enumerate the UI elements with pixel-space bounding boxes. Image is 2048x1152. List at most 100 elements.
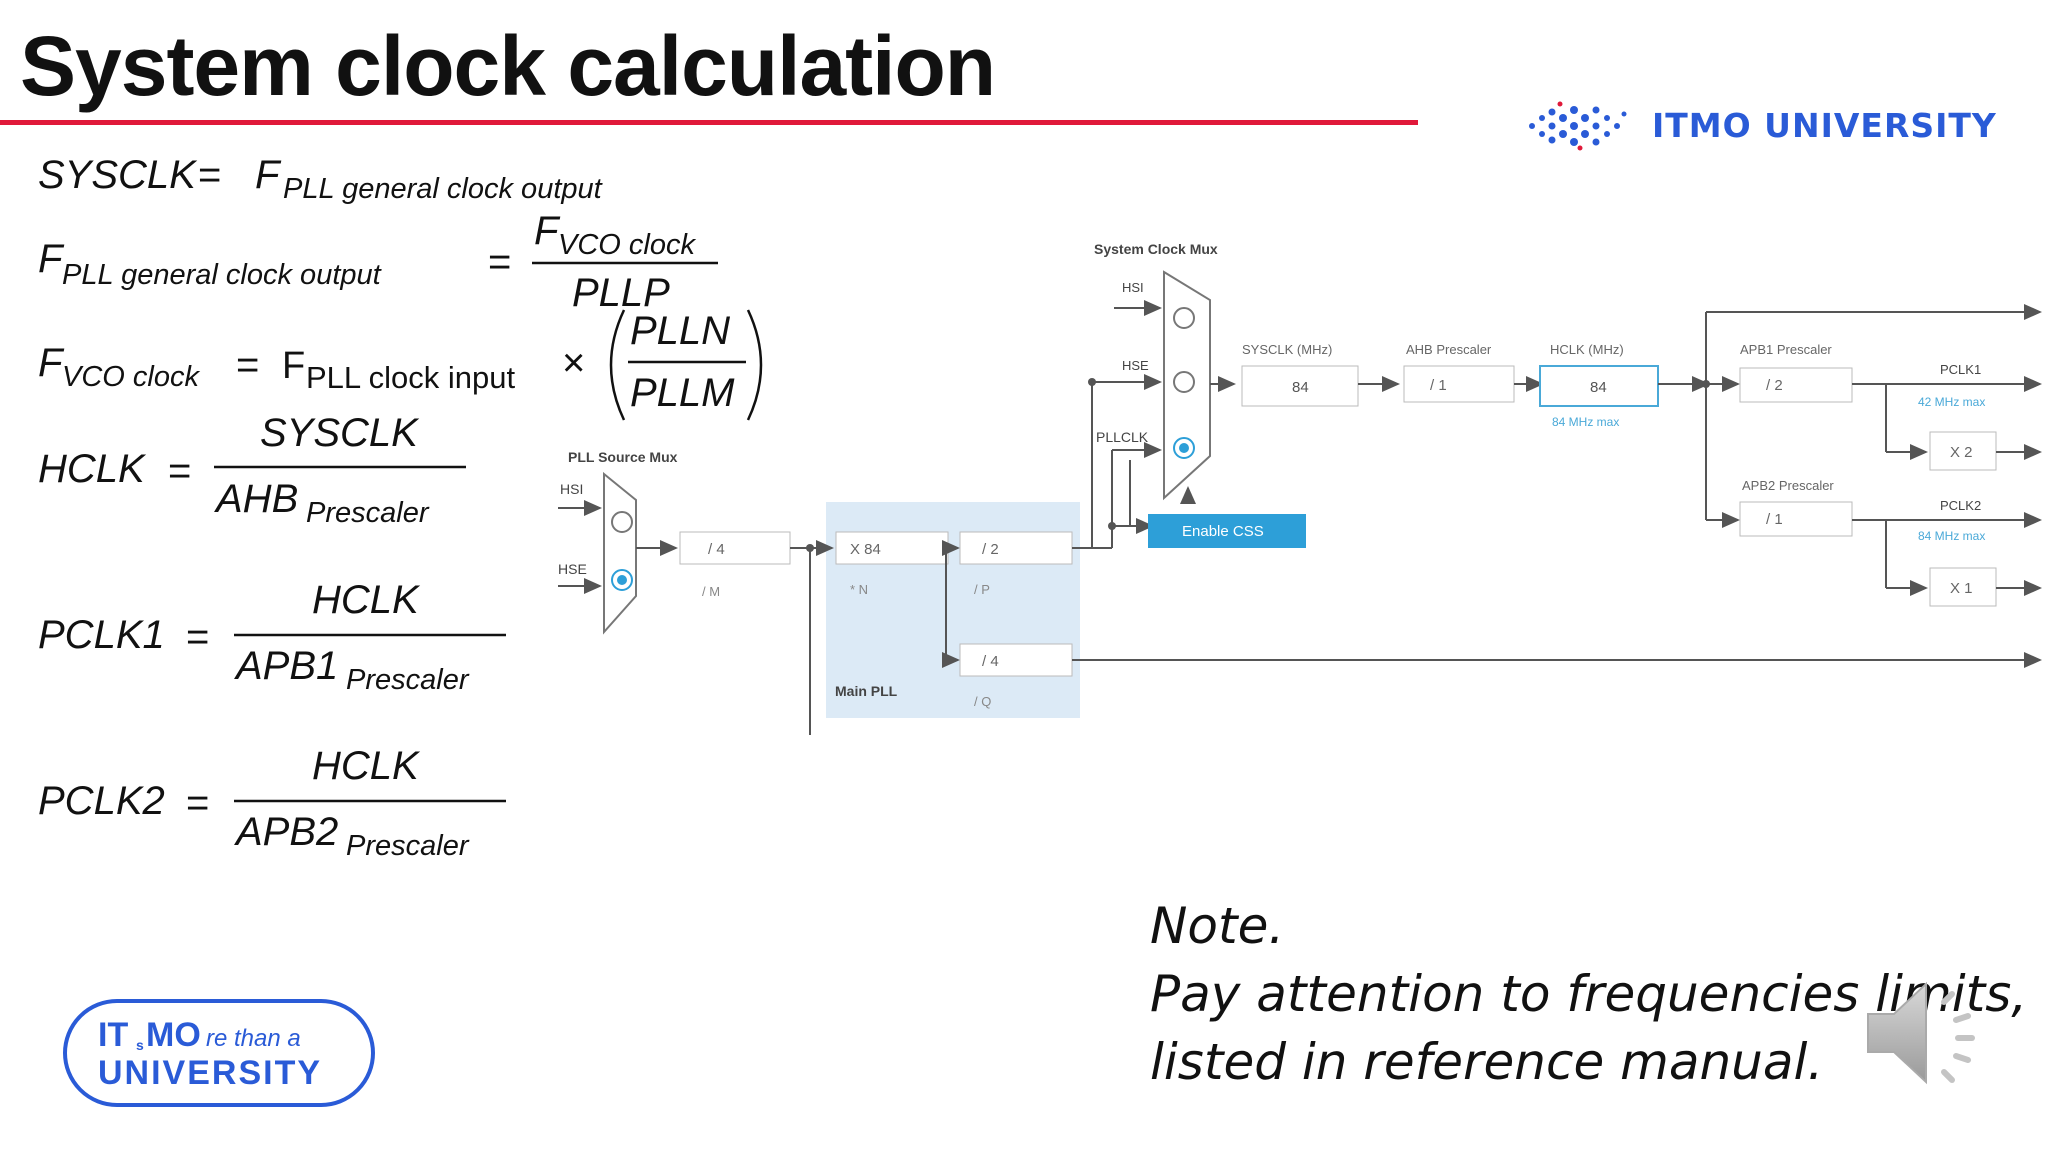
svg-text:SYSCLK: SYSCLK bbox=[260, 411, 420, 455]
svg-text:X 2: X 2 bbox=[1950, 444, 1973, 461]
svg-text:PCLK1: PCLK1 bbox=[38, 613, 165, 657]
svg-text:Prescaler: Prescaler bbox=[346, 830, 470, 862]
svg-text:SYSCLK: SYSCLK bbox=[38, 153, 198, 197]
svg-text:F: F bbox=[255, 153, 282, 197]
svg-text:X 1: X 1 bbox=[1950, 580, 1973, 597]
svg-text:VCO clock: VCO clock bbox=[62, 361, 200, 393]
svg-text:PLLP: PLLP bbox=[572, 271, 670, 315]
speaker-icon[interactable] bbox=[1860, 968, 2000, 1098]
itmo-logo-bottom: IT s MO re than a UNIVERSITY bbox=[63, 999, 375, 1107]
svg-text:=: = bbox=[186, 781, 209, 825]
svg-text:PLLM: PLLM bbox=[630, 371, 735, 415]
svg-text:PCLK2: PCLK2 bbox=[38, 779, 165, 823]
svg-text:=: = bbox=[186, 615, 209, 659]
div-m-select bbox=[679, 531, 791, 565]
svg-text:UNIVERSITY: UNIVERSITY bbox=[98, 1054, 322, 1092]
svg-text:F: F bbox=[38, 237, 65, 281]
svg-text:HCLK: HCLK bbox=[312, 744, 421, 788]
svg-text:IT: IT bbox=[98, 1016, 128, 1054]
itmo-logo-top bbox=[1529, 101, 1627, 151]
svg-text:VCO clock: VCO clock bbox=[558, 229, 696, 261]
sys-mux-hsi-radio bbox=[1173, 307, 1195, 329]
system-clock-mux-label: System Clock Mux bbox=[1094, 241, 1218, 257]
svg-text:APB2 Prescaler: APB2 Prescaler bbox=[1742, 478, 1834, 493]
div-q-select bbox=[959, 643, 1073, 677]
apb2-prescaler-select bbox=[1739, 501, 1853, 537]
note-title: Note. bbox=[1150, 897, 1285, 955]
sys-mux-hse-radio bbox=[1173, 371, 1195, 393]
sys-hsi-label: HSI bbox=[1122, 280, 1144, 295]
title-underline bbox=[0, 120, 1418, 125]
svg-text:84 MHz max: 84 MHz max bbox=[1552, 415, 1619, 429]
pll-source-hsi-radio bbox=[611, 511, 633, 533]
formula-vco: F VCO clock = F PLL clock input × PLLN P… bbox=[38, 309, 763, 421]
svg-text:/ 4: / 4 bbox=[708, 541, 725, 558]
svg-text:/ 1: / 1 bbox=[1766, 511, 1783, 528]
svg-text:F: F bbox=[38, 341, 65, 385]
svg-text:s: s bbox=[136, 1037, 144, 1053]
svg-text:/ M: / M bbox=[702, 584, 720, 599]
svg-text:42 MHz max: 42 MHz max bbox=[1918, 395, 1985, 409]
formula-sysclk: SYSCLK = F PLL general clock output bbox=[38, 153, 604, 205]
svg-text:Prescaler: Prescaler bbox=[346, 664, 470, 696]
svg-text:PCLK2: PCLK2 bbox=[1940, 498, 1981, 513]
svg-text:PLL general clock output: PLL general clock output bbox=[283, 173, 604, 205]
pll-hsi-label: HSI bbox=[560, 481, 583, 497]
svg-text:84 MHz max: 84 MHz max bbox=[1918, 529, 1985, 543]
slide-title: System clock calculation bbox=[20, 19, 996, 113]
svg-text:AHB: AHB bbox=[214, 477, 298, 521]
apb1-prescaler-select bbox=[1739, 367, 1853, 403]
svg-text:SYSCLK (MHz): SYSCLK (MHz) bbox=[1242, 342, 1332, 357]
formula-pclk2: PCLK2 = HCLK APB2 Prescaler bbox=[38, 744, 506, 862]
mul-n-select bbox=[835, 531, 949, 565]
clock-tree-diagram: Main PLL PLL Source Mux HSI HSE / 4 / M … bbox=[558, 241, 2042, 735]
svg-text:=: = bbox=[168, 449, 191, 493]
svg-text:PLL general clock output: PLL general clock output bbox=[62, 259, 383, 291]
svg-text:HCLK (MHz): HCLK (MHz) bbox=[1550, 342, 1624, 357]
svg-text:/ 1: / 1 bbox=[1430, 377, 1447, 394]
svg-text:/ P: / P bbox=[974, 582, 990, 597]
svg-text:* N: * N bbox=[850, 582, 868, 597]
itmo-logo-top-text: ITMO UNIVERSITY bbox=[1652, 106, 1997, 145]
svg-text:APB1 Prescaler: APB1 Prescaler bbox=[1740, 342, 1832, 357]
svg-text:84: 84 bbox=[1590, 379, 1607, 396]
sysclk-field bbox=[1241, 365, 1359, 407]
svg-text:HCLK: HCLK bbox=[38, 447, 147, 491]
svg-text:APB2: APB2 bbox=[234, 810, 338, 854]
svg-text:×: × bbox=[562, 341, 585, 385]
main-pll-label: Main PLL bbox=[835, 683, 898, 699]
svg-text:/ 2: / 2 bbox=[1766, 377, 1783, 394]
svg-text:=: = bbox=[488, 240, 511, 284]
svg-text:HCLK: HCLK bbox=[312, 578, 421, 622]
svg-text:/ 4: / 4 bbox=[982, 653, 999, 670]
svg-text:AHB Prescaler: AHB Prescaler bbox=[1406, 342, 1492, 357]
sys-hse-label: HSE bbox=[1122, 358, 1149, 373]
formula-hclk: HCLK = SYSCLK AHB Prescaler bbox=[38, 411, 466, 529]
formula-pclk1: PCLK1 = HCLK APB1 Prescaler bbox=[38, 578, 506, 696]
svg-text:=: = bbox=[198, 153, 221, 197]
pll-hse-label: HSE bbox=[558, 561, 587, 577]
svg-text:re than a: re than a bbox=[206, 1025, 301, 1052]
ahb-prescaler-select bbox=[1403, 365, 1515, 403]
note-block: Note. Pay attention to frequencies limit… bbox=[1150, 892, 2027, 1096]
svg-text:F: F bbox=[282, 345, 305, 387]
pll-source-mux-label: PLL Source Mux bbox=[568, 449, 678, 465]
svg-text:/ Q: / Q bbox=[974, 694, 991, 709]
note-line-2: listed in reference manual. bbox=[1150, 1033, 1824, 1091]
svg-text:Prescaler: Prescaler bbox=[306, 497, 430, 529]
svg-text:PLLN: PLLN bbox=[630, 309, 730, 353]
div-p-select bbox=[959, 531, 1073, 565]
formula-pll-output: F PLL general clock output = F VCO clock… bbox=[38, 209, 718, 315]
svg-text:APB1: APB1 bbox=[234, 644, 338, 688]
svg-text:=: = bbox=[236, 343, 259, 387]
svg-text:MO: MO bbox=[146, 1016, 201, 1054]
enable-css-button[interactable] bbox=[1148, 514, 1306, 548]
svg-text:/ 2: / 2 bbox=[982, 541, 999, 558]
svg-text:PCLK1: PCLK1 bbox=[1940, 362, 1981, 377]
pllclk-label: PLLCLK bbox=[1096, 429, 1149, 445]
svg-text:84: 84 bbox=[1292, 379, 1309, 396]
hclk-field bbox=[1539, 365, 1659, 407]
svg-text:Enable CSS: Enable CSS bbox=[1182, 523, 1264, 540]
svg-text:PLL clock input: PLL clock input bbox=[306, 360, 515, 395]
formula-block: SYSCLK = F PLL general clock output F PL… bbox=[38, 153, 763, 862]
